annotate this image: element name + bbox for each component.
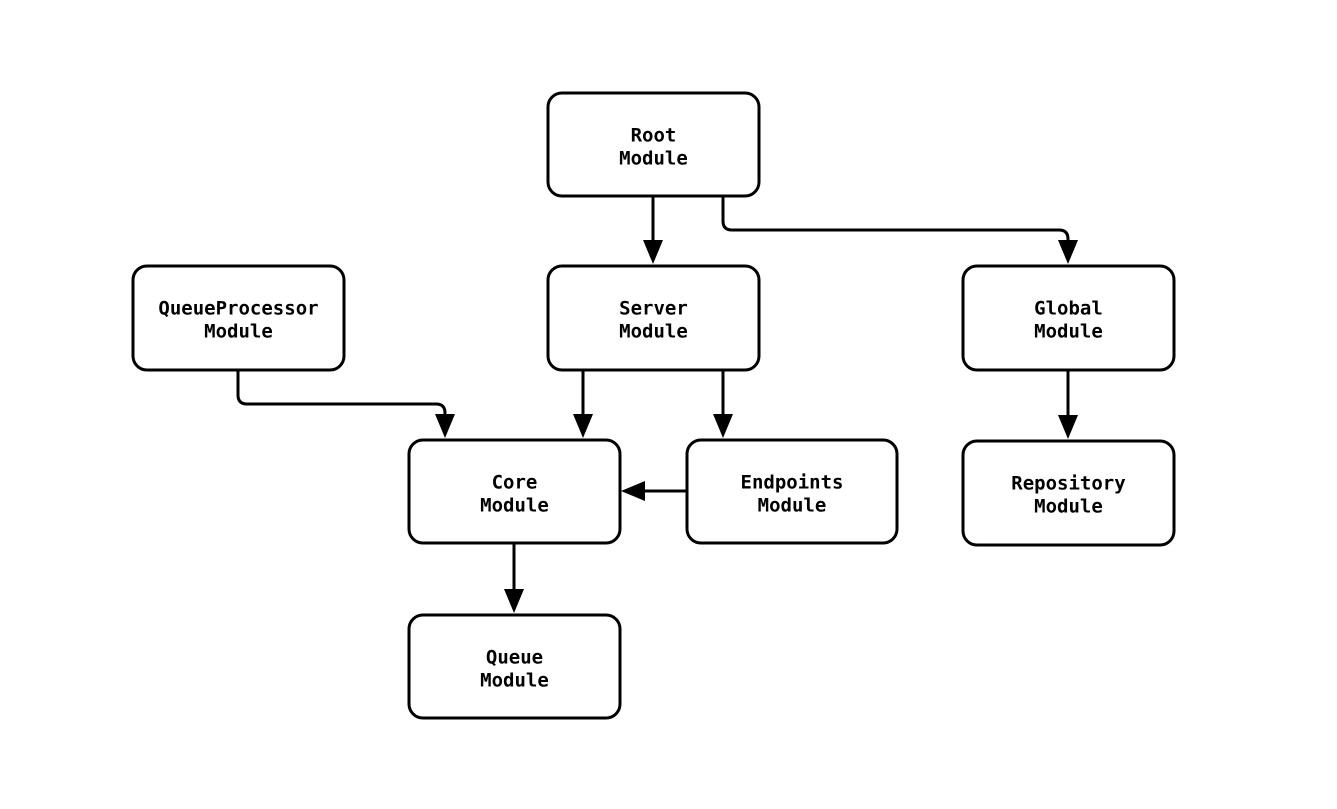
node-repository-module-box[interactable] — [961, 439, 1176, 547]
edge-core-to-queue — [504, 543, 524, 613]
edge-layer — [236, 196, 1078, 613]
node-layer: Root Module QueueProcessor Module Server… — [131, 91, 1176, 720]
node-queueprocessor-module-box[interactable] — [131, 264, 346, 372]
node-queueprocessor-module[interactable]: QueueProcessor Module — [131, 264, 346, 372]
edge-endpoints-to-core — [621, 481, 687, 501]
node-server-module-label-line2: Module — [619, 321, 688, 343]
node-repository-module[interactable]: Repository Module — [961, 439, 1176, 547]
node-server-module[interactable]: Server Module — [546, 264, 761, 372]
node-queueprocessor-module-label-line1: QueueProcessor — [158, 298, 318, 320]
edge-queueprocessor-to-core-line — [236, 370, 447, 424]
node-queueprocessor-module-label-line2: Module — [204, 321, 273, 343]
node-queue-module-label-line2: Module — [480, 670, 549, 692]
edge-core-to-queue-arrowhead — [504, 589, 524, 613]
node-core-module-label-line1: Core — [492, 472, 538, 494]
node-core-module-label-line2: Module — [480, 495, 549, 517]
node-queue-module[interactable]: Queue Module — [407, 613, 622, 720]
node-root-module-label-line1: Root — [631, 125, 677, 147]
node-queue-module-box[interactable] — [407, 613, 622, 720]
node-endpoints-module-box[interactable] — [685, 438, 899, 545]
node-root-module[interactable]: Root Module — [546, 91, 761, 198]
node-server-module-box[interactable] — [546, 264, 761, 372]
edge-global-to-repository-arrowhead — [1058, 415, 1078, 439]
node-root-module-box[interactable] — [546, 91, 761, 198]
edge-root-to-global-arrowhead — [1058, 240, 1078, 264]
edge-endpoints-to-core-arrowhead — [621, 481, 645, 501]
node-endpoints-module-label-line1: Endpoints — [741, 472, 844, 494]
edge-root-to-global — [721, 196, 1078, 264]
node-endpoints-module-label-line2: Module — [758, 495, 827, 517]
edge-server-to-core — [573, 370, 593, 438]
edge-global-to-repository — [1058, 370, 1078, 439]
edge-queueprocessor-to-core — [236, 370, 455, 438]
node-global-module-label-line2: Module — [1034, 321, 1103, 343]
edge-server-to-endpoints-arrowhead — [713, 414, 733, 438]
node-endpoints-module[interactable]: Endpoints Module — [685, 438, 899, 545]
node-global-module[interactable]: Global Module — [961, 264, 1176, 372]
edge-queueprocessor-to-core-arrowhead — [435, 414, 455, 438]
edge-root-to-global-line — [721, 196, 1070, 250]
edge-root-to-server — [643, 196, 663, 264]
node-queue-module-label-line1: Queue — [486, 647, 543, 669]
node-root-module-label-line2: Module — [619, 148, 688, 170]
node-global-module-box[interactable] — [961, 264, 1176, 372]
node-repository-module-label-line1: Repository — [1011, 473, 1125, 495]
node-server-module-label-line1: Server — [619, 298, 688, 320]
edge-root-to-server-arrowhead — [643, 240, 663, 264]
node-repository-module-label-line2: Module — [1034, 496, 1103, 518]
node-global-module-label-line1: Global — [1034, 298, 1103, 320]
node-core-module[interactable]: Core Module — [407, 438, 622, 545]
edge-server-to-core-arrowhead — [573, 414, 593, 438]
node-core-module-box[interactable] — [407, 438, 622, 545]
edge-server-to-endpoints — [713, 370, 733, 438]
